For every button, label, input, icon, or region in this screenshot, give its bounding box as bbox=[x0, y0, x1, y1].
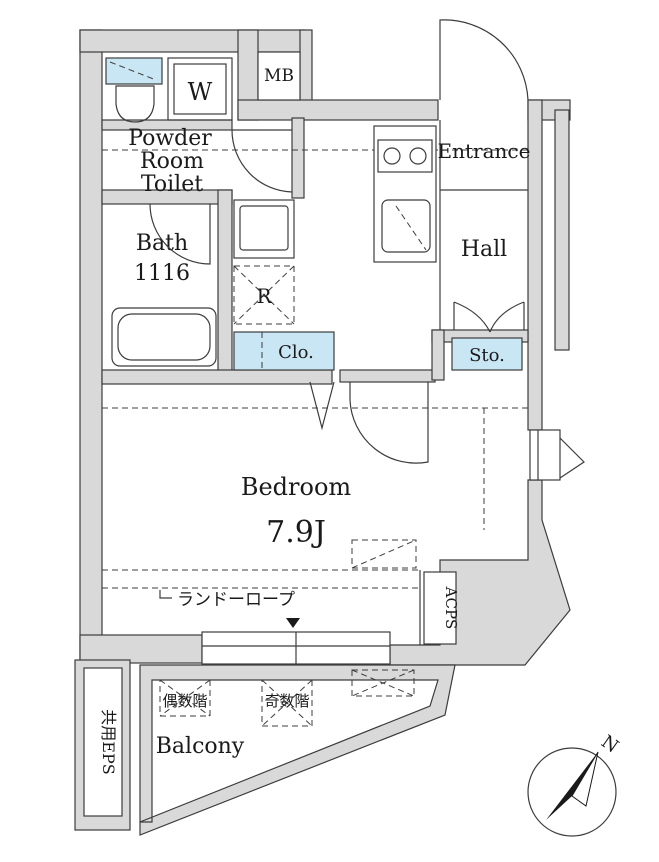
washer-box bbox=[167, 57, 233, 121]
closet-label: Clo. bbox=[278, 342, 314, 363]
acps-label: ACPS bbox=[442, 586, 460, 630]
entrance-area: Entrance Hall bbox=[102, 19, 531, 333]
storage bbox=[451, 337, 523, 371]
washbasin bbox=[233, 199, 295, 259]
bedroom: Bedroom 7.9J ランドーロープ bbox=[102, 381, 585, 645]
compass-needle-icon bbox=[546, 752, 598, 820]
bathtub bbox=[111, 307, 217, 367]
powder-label: Powder bbox=[128, 126, 212, 151]
fridge-label: R bbox=[256, 284, 272, 308]
toilet-fixture bbox=[115, 85, 155, 123]
window-right bbox=[529, 429, 561, 481]
acps-space: ACPS bbox=[423, 571, 460, 645]
powder-door-swing bbox=[231, 129, 293, 193]
fridge-space bbox=[233, 265, 295, 325]
powder-room: W Powder Room Toilet bbox=[105, 57, 293, 197]
balcony-label: Balcony bbox=[156, 734, 245, 759]
shared-eps: 共用EPS bbox=[99, 709, 118, 774]
closet bbox=[233, 331, 335, 371]
compass: N bbox=[527, 731, 622, 837]
hall-label: Hall bbox=[461, 237, 507, 262]
bedroom-size-label: 7.9J bbox=[266, 515, 326, 550]
laundry-rope-label: ランドーロープ bbox=[177, 590, 295, 610]
odd-floor-label: 奇数階 bbox=[264, 692, 309, 710]
bath-label: Bath bbox=[136, 231, 188, 256]
toilet-label: Toilet bbox=[141, 172, 203, 197]
storage-units: R Clo. Sto. bbox=[233, 265, 523, 371]
storage-label: Sto. bbox=[469, 345, 505, 366]
compass-ring bbox=[527, 747, 617, 837]
entrance-label: Entrance bbox=[438, 139, 531, 163]
kitchen-counter bbox=[373, 125, 437, 263]
washer-label: W bbox=[188, 78, 213, 106]
hatch-even bbox=[159, 679, 211, 717]
hatch-odd bbox=[261, 679, 313, 727]
room-label: Room bbox=[140, 149, 204, 174]
exterior-walls bbox=[74, 29, 571, 836]
stove bbox=[377, 139, 433, 173]
mb-label: MB bbox=[264, 66, 294, 86]
bedroom-label: Bedroom bbox=[241, 473, 352, 501]
compass-north-label: N bbox=[597, 731, 622, 757]
rope-marker bbox=[286, 618, 300, 628]
shared-eps-label: 共用EPS bbox=[99, 709, 118, 774]
bath-area: Bath 1116 bbox=[111, 199, 295, 367]
bath-size-label: 1116 bbox=[134, 261, 190, 286]
mb-space: MB bbox=[257, 51, 301, 101]
even-floor-label: 偶数階 bbox=[162, 692, 207, 710]
entrance-door-swing bbox=[439, 19, 529, 101]
kitchen-sink bbox=[381, 199, 431, 253]
balcony: 偶数階 奇数階 Balcony bbox=[156, 669, 415, 759]
sash-window bbox=[201, 631, 391, 665]
bedroom-door-swing bbox=[349, 382, 429, 464]
